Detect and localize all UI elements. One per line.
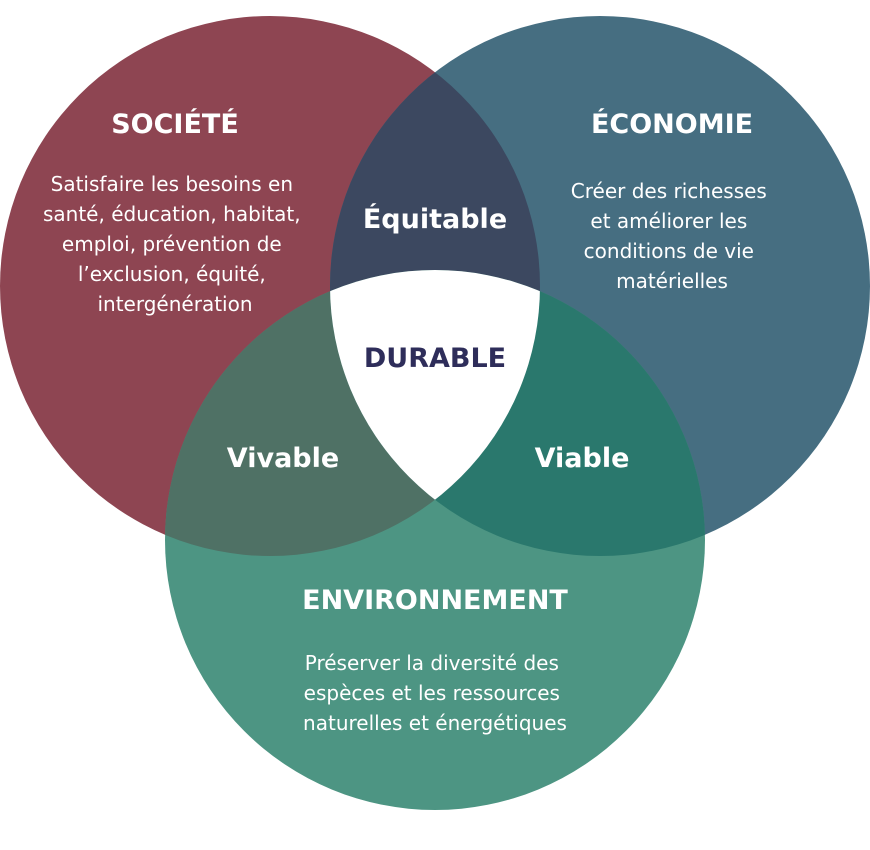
equitable-label: Équitable [363,203,507,235]
societe-line: l’exclusion, équité, [78,262,266,286]
societe-line: emploi, prévention de [62,232,282,256]
environnement-line: espèces et les ressources [304,681,560,705]
economie-line: et améliorer les [590,209,747,233]
economie-title: ÉCONOMIE [591,108,753,140]
economie-line: matérielles [616,269,728,293]
vivable-label: Vivable [227,443,339,474]
durable-label: DURABLE [364,343,506,374]
environnement-line: Préserver la diversité des [305,651,559,675]
societe-line: santé, éducation, habitat, [43,202,301,226]
economie-description: Créer des richesses et améliorer les con… [571,179,773,293]
environnement-title: ENVIRONNEMENT [302,585,568,616]
viable-label: Viable [535,443,630,474]
societe-line: Satisfaire les besoins en [51,172,293,196]
economie-line: Créer des richesses [571,179,767,203]
societe-line: intergénération [97,292,252,316]
societe-title: SOCIÉTÉ [111,108,239,140]
environnement-line: naturelles et énergétiques [303,711,567,735]
environnement-description: Préserver la diversité des espèces et le… [303,651,567,735]
societe-description: Satisfaire les besoins en santé, éducati… [43,172,307,316]
economie-line: conditions de vie [584,239,754,263]
